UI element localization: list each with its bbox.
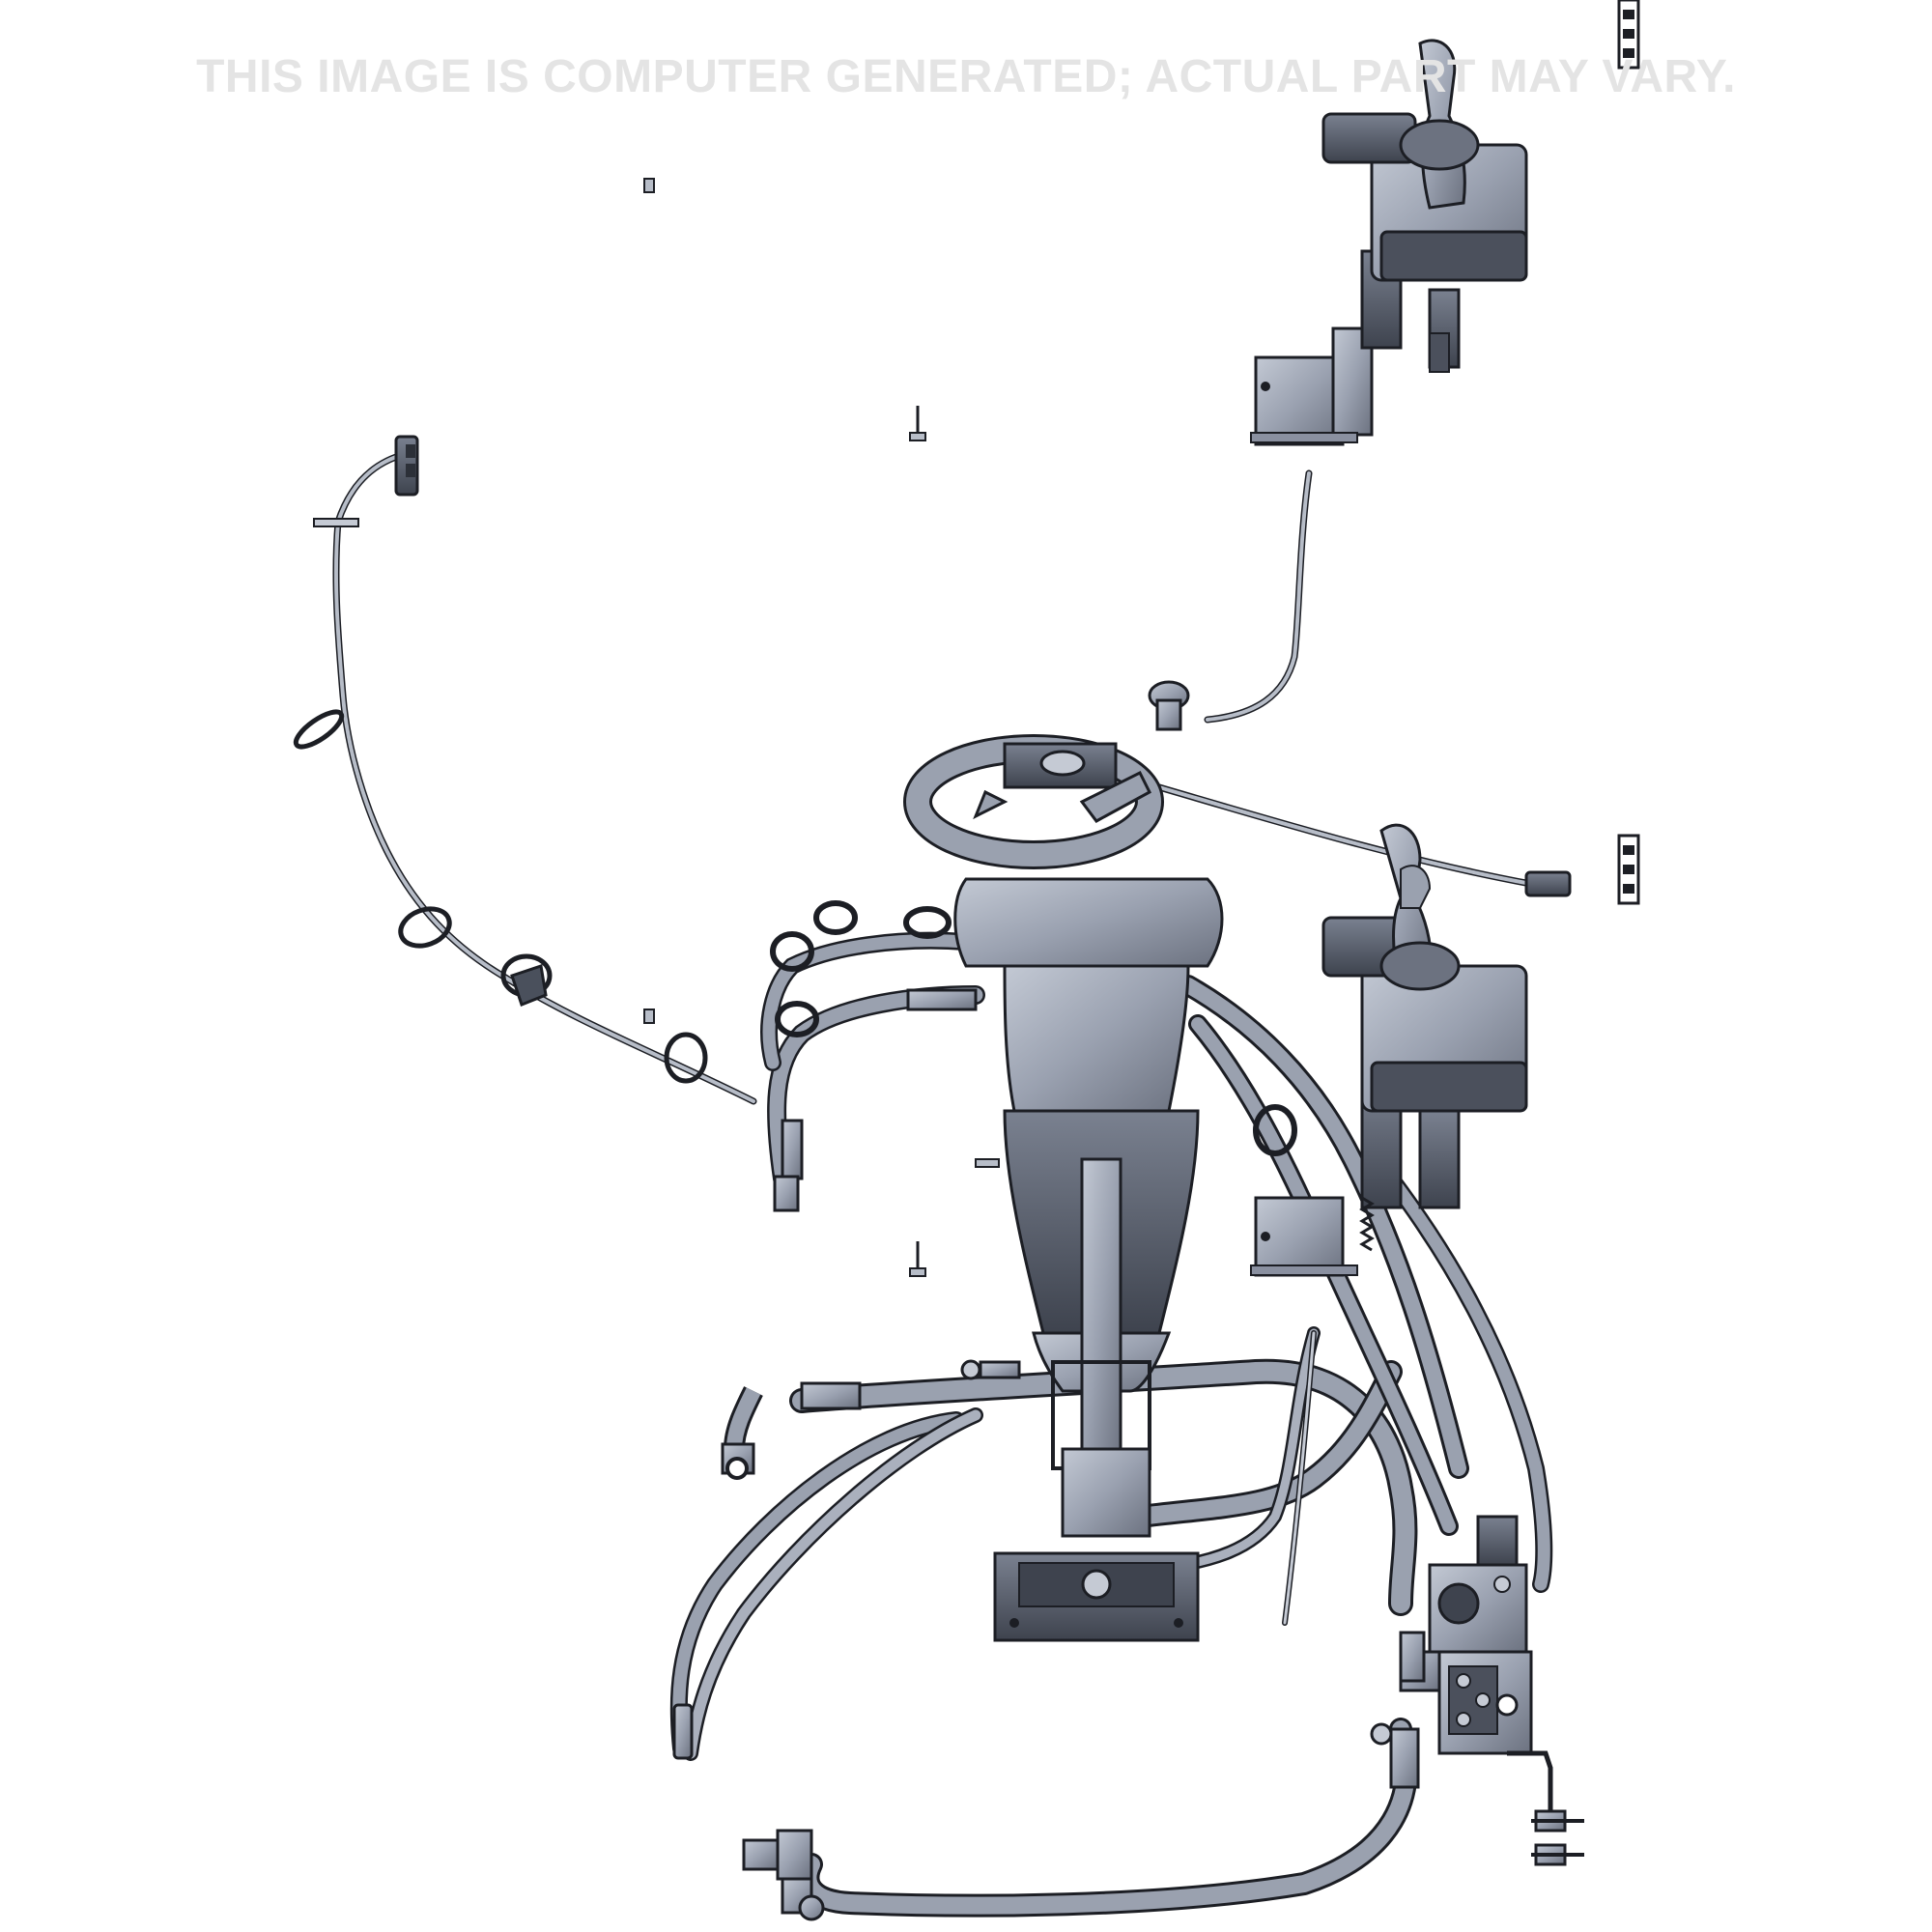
harness-clip [313, 518, 359, 527]
lower-main-hoses [669, 975, 1553, 1918]
joystick-cable-upper [1204, 469, 1313, 724]
hydraulic-hoses [332, 450, 1553, 1918]
steering-column-console [953, 877, 1224, 1538]
harness-connector-top [394, 435, 419, 497]
tee-fitting-bottom [742, 1829, 825, 1921]
joystick-assembly-lower [1250, 823, 1528, 1277]
column-mounting-plate [993, 1551, 1200, 1642]
harness-loop-clip [293, 709, 708, 1084]
steering-valve-block [1428, 1515, 1528, 1654]
steering-wheel [903, 734, 1164, 869]
spinner-knob [1148, 680, 1190, 731]
electrical-connector-right [1524, 870, 1572, 897]
warning-decal-middle [1617, 834, 1640, 905]
spring-detent [1359, 1196, 1375, 1252]
small-fastener [643, 178, 1000, 1277]
warning-decal-top [1617, 0, 1640, 70]
hose-fitting-lower-left [672, 1359, 1021, 1760]
left-wiring-harness [332, 450, 757, 1105]
harness-clamp-mid [510, 964, 548, 1007]
hose-fitting-left [773, 988, 978, 1212]
hose-clamp-rings [770, 900, 1297, 1156]
joystick-assembly-upper [1250, 39, 1528, 446]
connector-cable-right [1155, 783, 1535, 888]
hose-fitting-lower-right [1389, 1631, 1426, 1789]
mounting-bolts-lower [1507, 1750, 1584, 1866]
